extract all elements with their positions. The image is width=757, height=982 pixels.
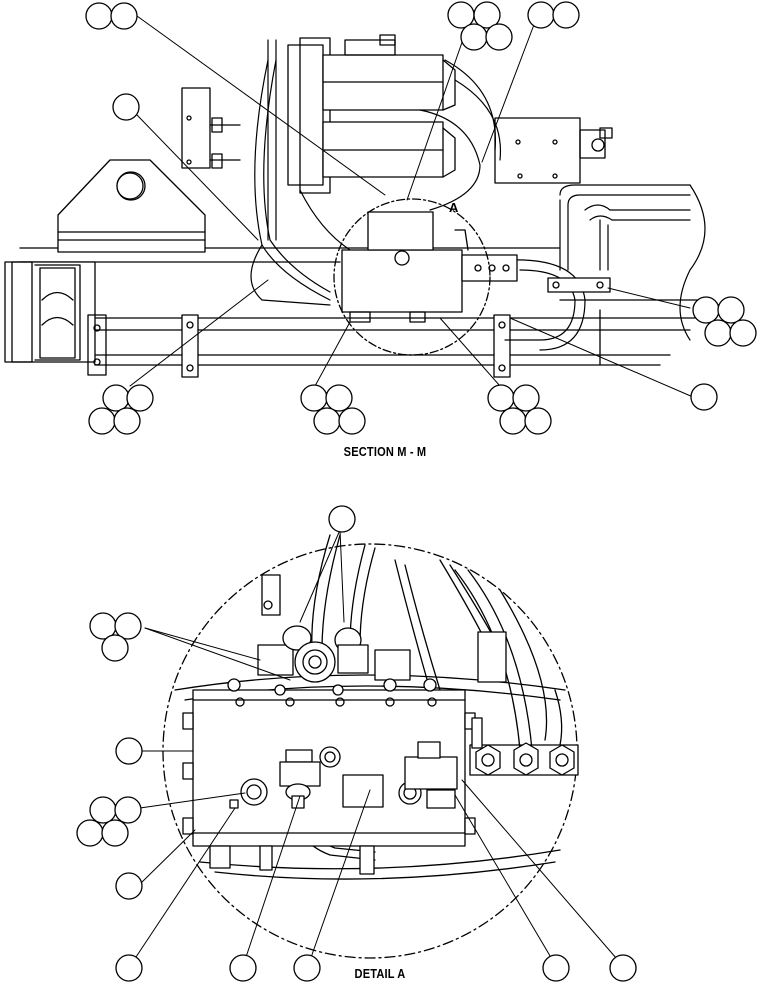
frame-clamps (181, 314, 511, 378)
detail-a-boundary (333, 198, 491, 356)
right-clamp (547, 277, 611, 293)
wall-bracket (181, 87, 241, 169)
detail-a-marker: A (449, 200, 459, 215)
manifold-block (341, 211, 518, 323)
detail-connectors (257, 574, 507, 683)
detail-caption: DETAIL A (354, 966, 406, 981)
left-end-mount (4, 261, 107, 376)
section-m-m-view: A (4, 1, 757, 435)
solenoid-valves (287, 34, 456, 194)
detail-a-view (76, 505, 637, 982)
callout-bubbles (85, 1, 757, 435)
detail-ports (240, 717, 575, 809)
section-caption: SECTION M - M (343, 444, 427, 459)
detail-callout-bubbles (76, 505, 637, 982)
detail-leader-lines (129, 529, 624, 967)
triangular-bracket (57, 159, 206, 253)
valve-block (494, 117, 613, 184)
hoses (250, 39, 706, 351)
leader-lines (129, 15, 694, 398)
